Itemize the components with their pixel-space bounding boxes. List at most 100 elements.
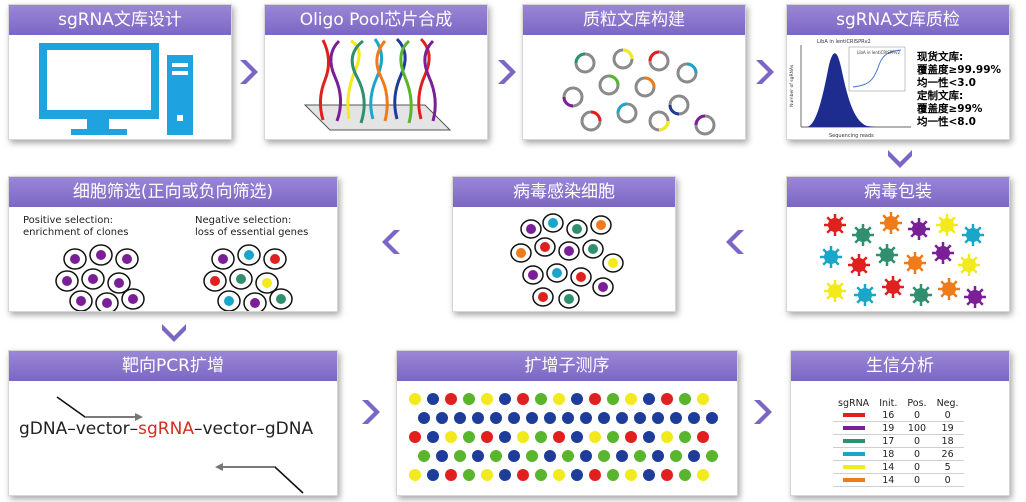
sequencing-dot (553, 469, 565, 481)
sgrna-swatch (833, 460, 875, 474)
sequencing-dot (472, 450, 484, 462)
table-header: Pos. (907, 397, 927, 409)
infected-cells-icon (510, 213, 624, 309)
sequencing-dot (625, 469, 637, 481)
vector-label: vector (75, 419, 130, 439)
dash: – (256, 419, 265, 439)
histogram-icon: LibA in lentiCRISPRv2 LibA in lentiCRISP… (789, 39, 911, 139)
sequencing-dot (679, 431, 691, 443)
sequencing-dot (526, 450, 538, 462)
virus-particle (882, 276, 904, 298)
sequencing-dot (454, 412, 466, 424)
table-cell: 0 (931, 409, 964, 422)
sequencing-dots-icon (409, 393, 718, 481)
sequencing-dot (679, 469, 691, 481)
sequencing-dot (571, 431, 583, 443)
flow-arrow-right-icon (492, 58, 520, 86)
sequencing-dot (706, 450, 718, 462)
gdna-label: gDNA (264, 419, 314, 439)
sequencing-dot (481, 469, 493, 481)
histogram-title: LibA in lentiCRISPRv2 (817, 39, 871, 45)
sequencing-dot (463, 431, 475, 443)
virus-particle (824, 280, 846, 302)
sequencing-dot (454, 450, 466, 462)
sequencing-dot (553, 393, 565, 405)
table-cell: 14 (874, 460, 903, 474)
selected-cells-icon (55, 244, 293, 311)
sequencing-dot (670, 450, 682, 462)
sequencing-dot (517, 469, 529, 481)
step-title: 靶向PCR扩增 (9, 351, 337, 381)
oligo-strands-icon (303, 37, 452, 131)
sequencing-dot (445, 393, 457, 405)
sequencing-dot (535, 469, 547, 481)
table-cell: 16 (874, 409, 903, 422)
table-cell: 17 (874, 434, 903, 448)
virus-particle (932, 242, 954, 264)
sequencing-dot (643, 469, 655, 481)
computer-icon (39, 43, 193, 135)
flow-arrow-left-icon (722, 228, 750, 256)
sequencing-dot (499, 469, 511, 481)
sequencing-dot (418, 450, 430, 462)
sgrna-swatch (833, 473, 875, 487)
dash: – (67, 419, 76, 439)
virus-particles-icon (820, 212, 986, 308)
sequencing-dot (517, 393, 529, 405)
sequencing-dot (589, 469, 601, 481)
sequencing-dot (580, 412, 592, 424)
table-cell: 26 (931, 447, 964, 461)
virus-particle (962, 224, 984, 246)
sequencing-dot (589, 431, 601, 443)
step-card-plasmid: 质粒文库构建 (522, 4, 746, 140)
flow-arrow-down-icon (160, 318, 188, 346)
flow-arrow-down-icon (886, 144, 914, 172)
sequencing-dot (598, 412, 610, 424)
table-header: Neg. (936, 397, 959, 409)
table-cell: 100 (902, 421, 932, 435)
pcr-primers-icon (56, 396, 304, 494)
sequencing-dot (481, 393, 493, 405)
step-card-infect: 病毒感染细胞 (452, 176, 676, 312)
sequencing-dot (418, 412, 430, 424)
sequencing-dot (625, 393, 637, 405)
x-axis-label: Sequencing reads (829, 133, 874, 139)
flow-arrow-right-icon (356, 398, 384, 426)
flow-arrow-right-icon (748, 398, 776, 426)
qc-line: 均一性<3.0 (917, 77, 976, 89)
virus-particle (854, 284, 876, 306)
table-cell: 0 (902, 447, 932, 461)
virus-particle (936, 214, 958, 236)
sequencing-dot (490, 412, 502, 424)
sequencing-dot (436, 412, 448, 424)
sequencing-dot (661, 393, 673, 405)
sequencing-dot (652, 412, 664, 424)
sequencing-dot (427, 431, 439, 443)
sequencing-dot (472, 412, 484, 424)
sequencing-dot (409, 469, 421, 481)
sequencing-dot (562, 412, 574, 424)
sequencing-dot (634, 450, 646, 462)
virus-particle (938, 278, 960, 300)
sequencing-dot (607, 393, 619, 405)
table-header: Init. (879, 397, 898, 409)
virus-particle (904, 252, 926, 274)
table-cell: 19 (874, 421, 903, 435)
flow-arrow-right-icon (234, 58, 262, 86)
step-card-qc: sgRNA文库质检 LibA in lentiCRISPRv2 LibA in … (786, 4, 1010, 140)
sequencing-dot (562, 450, 574, 462)
table-cell: 0 (931, 473, 964, 487)
sequencing-dot (508, 412, 520, 424)
sequencing-dot (706, 412, 718, 424)
sequencing-dot (544, 412, 556, 424)
sequencing-dot (688, 412, 700, 424)
sequencing-dot (463, 393, 475, 405)
inset-label: LibA in lentiCRISPRv2 (857, 50, 900, 55)
sequencing-dot (661, 469, 673, 481)
sequencing-dot (598, 450, 610, 462)
step-card-pcr: 靶向PCR扩增 gDNA–vector–sgRNA–vector–gDNA (8, 350, 338, 496)
sequencing-dot (571, 393, 583, 405)
